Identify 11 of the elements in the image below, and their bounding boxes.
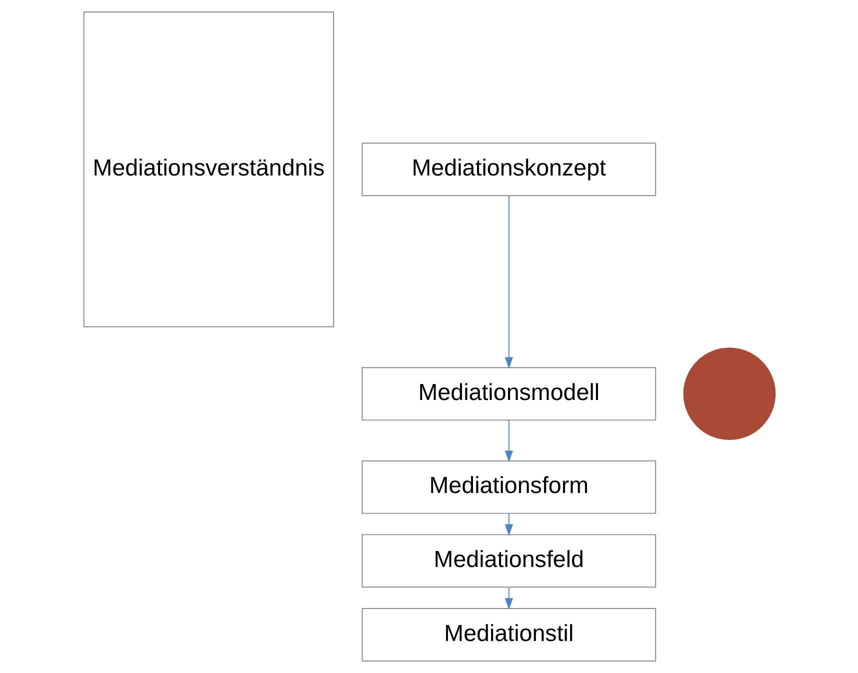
arrow <box>504 586 512 610</box>
node-box: Mediationsmodell <box>361 367 656 421</box>
node-box: Mediationstil <box>361 608 656 662</box>
arrow <box>504 195 512 369</box>
arrow <box>504 420 512 462</box>
arrow <box>504 513 512 536</box>
node-box: Mediationsverständnis <box>82 12 334 328</box>
node-box: Mediationsfeld <box>361 534 656 588</box>
node-box: Mediationsform <box>361 460 656 514</box>
node-box: Mediationskonzept <box>361 142 656 196</box>
node-circle <box>682 348 776 440</box>
